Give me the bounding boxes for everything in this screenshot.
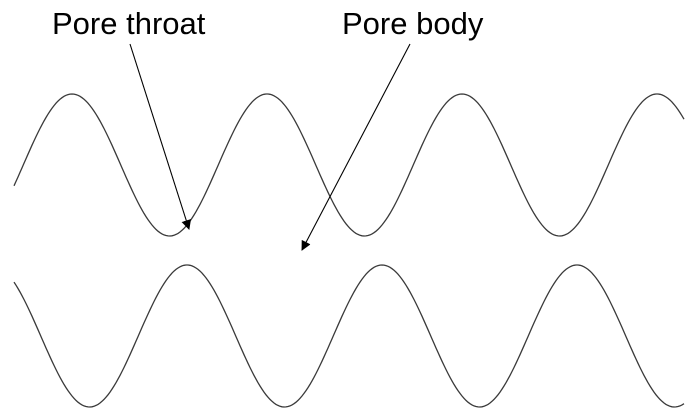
pore-throat-arrow [129, 43, 192, 230]
pore-throat-label: Pore throat [52, 6, 206, 41]
lower-pore-wall [13, 264, 685, 408]
pore-body-label: Pore body [342, 6, 484, 41]
upper-pore-wall [13, 93, 685, 237]
pore-body-arrow [301, 43, 411, 251]
